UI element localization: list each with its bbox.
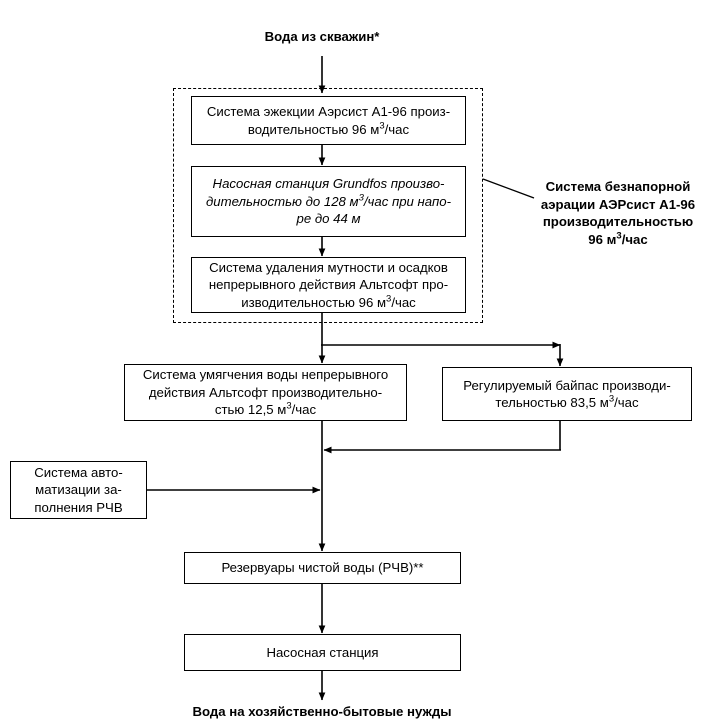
superscript-3: 3	[608, 393, 615, 405]
node-adjustable-bypass[interactable]: Регулируемый байпас производи-тельностью…	[442, 367, 692, 421]
node-automation-system-label: Система авто-матизации за-полнения РЧВ	[34, 464, 123, 515]
page-title-outflow: Вода на хозяйственно-бытовые нужды	[192, 704, 452, 719]
superscript-3: 3	[358, 192, 364, 204]
page-title-inflow: Вода из скважин*	[264, 29, 380, 44]
node-pump-station-label: Насосная станция	[266, 644, 379, 660]
superscript-3: 3	[386, 293, 392, 305]
node-clean-water-reservoirs[interactable]: Резервуары чистой воды (РЧВ)**	[184, 552, 461, 584]
superscript-3: 3	[616, 230, 622, 242]
leader-line-group-caption	[482, 178, 535, 199]
aeration-group-frame	[173, 88, 483, 323]
node-ejection-system[interactable]: Система эжекции Аэрсист А1-96 произ-води…	[191, 96, 466, 145]
node-ejection-system-label: Система эжекции Аэрсист А1-96 произ-води…	[206, 104, 451, 137]
node-pump-station[interactable]: Насосная станция	[184, 634, 461, 671]
node-pump-station-grundfos[interactable]: Насосная станция Grundfos произво-дитель…	[191, 166, 466, 237]
node-pump-station-grundfos-label: Насосная станция Grundfos произво-дитель…	[206, 176, 451, 227]
superscript-3: 3	[379, 120, 385, 132]
node-clean-water-reservoirs-label: Резервуары чистой воды (РЧВ)**	[221, 560, 424, 576]
superscript-3: 3	[286, 400, 292, 412]
node-automation-system[interactable]: Система авто-матизации за-полнения РЧВ	[10, 461, 147, 519]
node-adjustable-bypass-label: Регулируемый байпас производи-тельностью…	[463, 377, 671, 411]
